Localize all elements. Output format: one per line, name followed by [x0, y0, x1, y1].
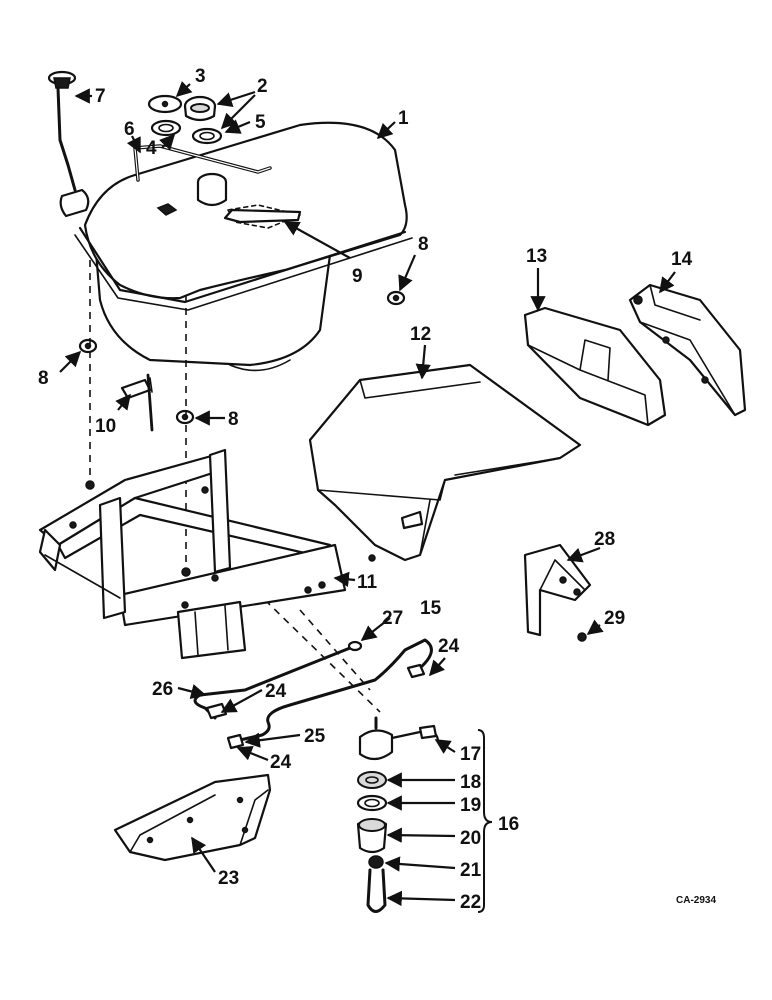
callout-8-right: 8 [418, 234, 429, 255]
callout-20: 20 [460, 828, 481, 849]
callout-24-bottom: 24 [270, 752, 292, 773]
callout-7: 7 [95, 86, 106, 107]
fuel-tank [74, 121, 413, 372]
callout-labels: 1 2 3 4 5 6 7 8 8 8 9 10 11 12 13 14 15 … [38, 66, 716, 913]
callout-13: 13 [526, 246, 547, 267]
tank-strap [223, 208, 302, 224]
drawing-code: CA-2934 [676, 895, 716, 906]
callout-1: 1 [398, 108, 409, 129]
callout-8-left: 8 [38, 368, 49, 389]
callout-8-center: 8 [228, 409, 239, 430]
fuel-gauge-sender [47, 70, 90, 218]
callout-24-middle: 24 [265, 681, 287, 702]
assembly-lines [89, 260, 381, 713]
callout-17: 17 [460, 744, 481, 765]
callout-19: 19 [460, 795, 481, 816]
callout-2: 2 [257, 76, 268, 97]
leader-arrows [59, 80, 676, 907]
cap-seal-ring [191, 127, 223, 145]
callout-12: 12 [410, 324, 431, 345]
callout-9: 9 [352, 266, 363, 287]
fuel-filter-assembly [356, 716, 440, 913]
callout-23: 23 [218, 868, 239, 889]
callout-15: 15 [420, 598, 442, 619]
callout-28: 28 [594, 529, 615, 550]
callout-14: 14 [671, 249, 693, 270]
cap-gasket [147, 94, 183, 114]
callout-26: 26 [152, 679, 173, 700]
mounting-bracket [523, 543, 592, 637]
fuel-outlet-line [146, 373, 154, 432]
callout-22: 22 [460, 892, 481, 913]
callout-25: 25 [304, 726, 326, 747]
filler-cap [183, 95, 217, 122]
callout-10: 10 [95, 416, 116, 437]
skid-plate [113, 773, 272, 862]
tank-shield [308, 363, 582, 562]
callout-5: 5 [255, 112, 266, 133]
callout-6: 6 [124, 119, 135, 140]
side-panel [523, 306, 667, 427]
filler-neck-gasket [150, 119, 182, 137]
callout-4: 4 [146, 138, 157, 159]
callout-16: 16 [498, 814, 519, 835]
nut [577, 632, 587, 642]
tank-support-frame [38, 448, 347, 660]
grommet [78, 290, 406, 425]
callout-3: 3 [195, 66, 206, 87]
callout-27: 27 [382, 608, 403, 629]
callout-11: 11 [357, 572, 378, 593]
callout-18: 18 [460, 772, 481, 793]
callout-21: 21 [460, 860, 482, 881]
callout-24-top: 24 [438, 636, 460, 657]
callout-29: 29 [604, 608, 625, 629]
